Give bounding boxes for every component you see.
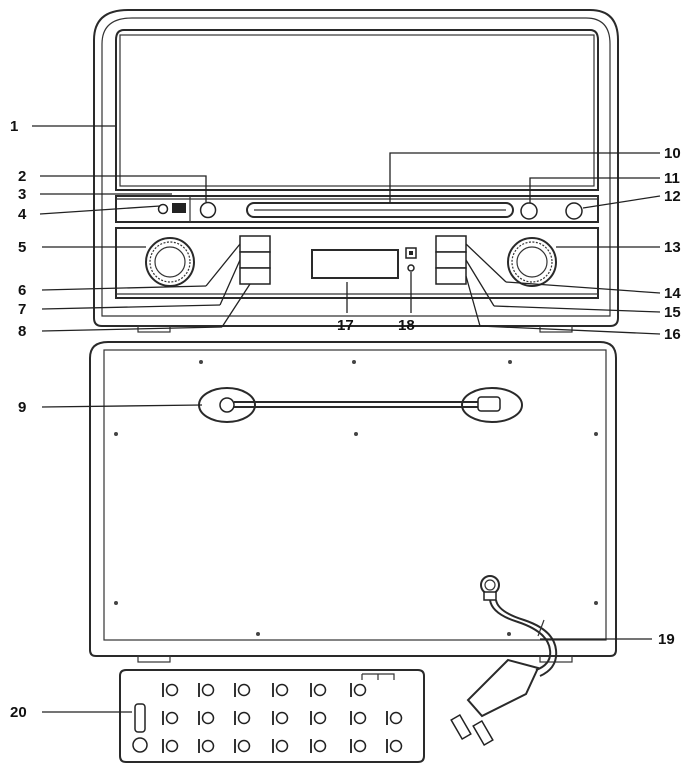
button-16[interactable]: [435, 267, 467, 285]
button-14[interactable]: [435, 235, 467, 253]
remote-ir-window: [134, 703, 146, 733]
leader-lines: [32, 125, 661, 713]
callout-1: 1: [10, 118, 18, 135]
button-11[interactable]: [520, 202, 538, 220]
remote-key[interactable]: [272, 683, 289, 697]
callout-10: 10: [664, 145, 681, 162]
remote-control-icon: [119, 669, 425, 763]
callout-9: 9: [18, 399, 26, 416]
callout-20: 20: [10, 704, 27, 721]
remote-key[interactable]: [350, 683, 367, 697]
volume-tuning-knob-icon[interactable]: [507, 237, 557, 287]
remote-key[interactable]: [198, 683, 215, 697]
callout-6: 6: [18, 282, 26, 299]
remote-key[interactable]: [198, 711, 215, 725]
button-12[interactable]: [565, 202, 583, 220]
speaker-grille-inner: [119, 34, 595, 187]
callout-2: 2: [18, 168, 26, 185]
remote-body: [119, 669, 425, 763]
antenna-mount-right: [461, 387, 523, 423]
remote-key[interactable]: [162, 711, 179, 725]
lcd-display: [311, 249, 399, 279]
remote-key[interactable]: [234, 739, 251, 753]
remote-key[interactable]: [272, 739, 289, 753]
remote-key[interactable]: [310, 711, 327, 725]
remote-key[interactable]: [310, 683, 327, 697]
usb-port: [172, 203, 186, 213]
cd-slot: [246, 202, 514, 218]
callout-5: 5: [18, 239, 26, 256]
remote-key[interactable]: [272, 711, 289, 725]
callout-13: 13: [664, 239, 681, 256]
callout-15: 15: [664, 304, 681, 321]
remote-key[interactable]: [162, 739, 179, 753]
lower-control-panel: [115, 227, 599, 299]
headphone-jack: [407, 264, 415, 272]
front-cabinet-outline: [93, 9, 619, 327]
button-8[interactable]: [239, 267, 271, 285]
button-7[interactable]: [239, 251, 271, 269]
remote-key[interactable]: [386, 711, 403, 725]
callout-17: 17: [337, 317, 354, 334]
callout-12: 12: [664, 188, 681, 205]
back-foot-left: [137, 655, 171, 663]
remote-key[interactable]: [350, 711, 367, 725]
front-view: [93, 9, 619, 333]
remote-key[interactable]: [234, 711, 251, 725]
button-2[interactable]: [199, 201, 217, 219]
callout-19: 19: [658, 631, 675, 648]
callout-3: 3: [18, 186, 26, 203]
back-cabinet-outline: [89, 341, 617, 657]
aux-jack: [157, 203, 169, 215]
volume-tuning-knob-icon[interactable]: [145, 237, 195, 287]
button-15[interactable]: [435, 251, 467, 269]
callout-14: 14: [664, 285, 681, 302]
remote-key[interactable]: [162, 683, 179, 697]
remote-power-button[interactable]: [132, 737, 148, 753]
power-plug-icon: [450, 575, 558, 747]
callout-11: 11: [664, 170, 680, 187]
remote-key[interactable]: [310, 739, 327, 753]
callout-16: 16: [664, 326, 681, 343]
remote-key[interactable]: [198, 739, 215, 753]
front-cabinet-inner: [101, 17, 611, 317]
callout-18: 18: [398, 317, 415, 334]
callout-labels: 1 2 3 4 5 6 7 8 9 10 11 12 13 14 15 16 1…: [10, 118, 681, 721]
button-6[interactable]: [239, 235, 271, 253]
remote-key[interactable]: [234, 683, 251, 697]
callout-8: 8: [18, 323, 26, 340]
back-panel: [103, 349, 607, 641]
callout-4: 4: [18, 206, 27, 223]
remote-key[interactable]: [350, 739, 367, 753]
speaker-grille: [115, 29, 599, 191]
back-view: [89, 341, 617, 747]
remote-key[interactable]: [386, 739, 403, 753]
callout-7: 7: [18, 301, 26, 318]
